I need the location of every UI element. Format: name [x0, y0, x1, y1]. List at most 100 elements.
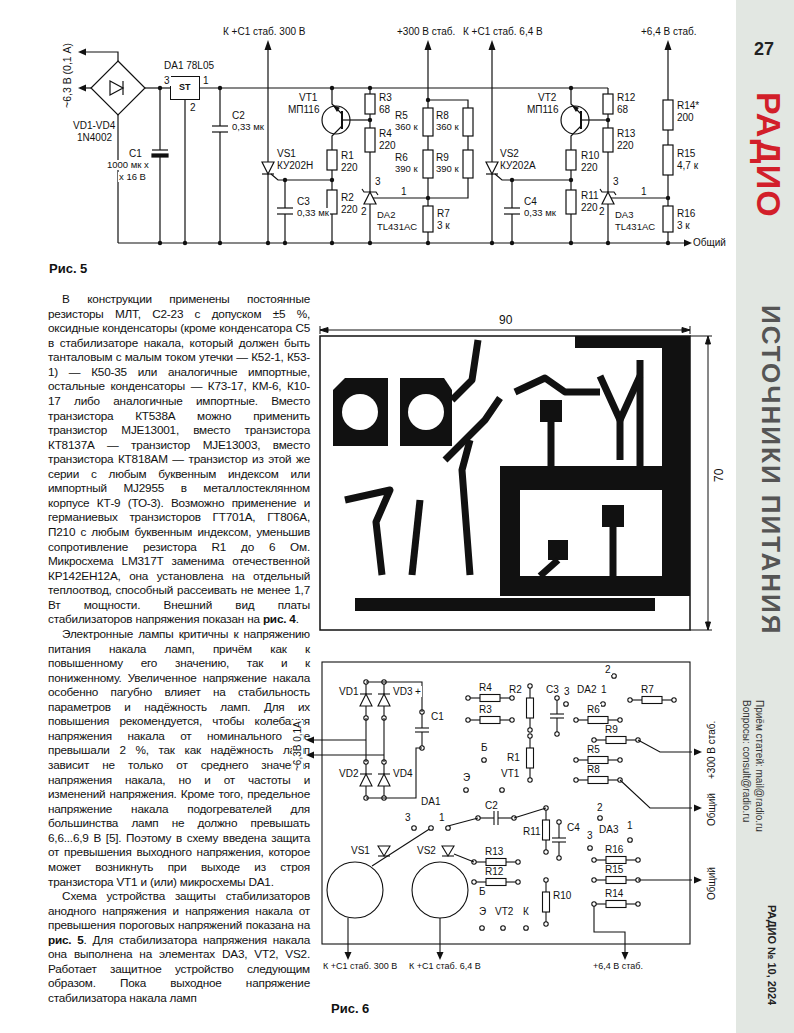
- schematic-label: DA1 78L05: [163, 60, 215, 71]
- layout-label: R12: [484, 866, 504, 877]
- schematic-arrows-dots: [426, 98, 430, 102]
- component-layout: [592, 857, 640, 864]
- layout-pins: [500, 788, 505, 793]
- layout-label: R15: [604, 864, 624, 875]
- layout-label: R7: [640, 684, 655, 695]
- layout-pins: [412, 674, 633, 931]
- schematic-arrows-dots: [425, 40, 432, 50]
- schematic-label: 360 к: [394, 122, 419, 132]
- schematic-wires: [566, 150, 576, 170]
- schematic-arrows-dots: [510, 178, 514, 182]
- schematic-wires: [219, 132, 220, 243]
- schematic-label: R11: [580, 190, 600, 201]
- schematic-arrows-dots: [665, 40, 672, 50]
- schematic-label: 4,7 к: [676, 160, 699, 171]
- layout-label: R10: [552, 890, 572, 901]
- pcb-drawing: [548, 540, 568, 560]
- component-layout: [454, 854, 474, 862]
- pcb-drawing: [355, 598, 655, 611]
- paragraph: В конструкции применены постоянные резис…: [48, 292, 310, 627]
- schematic-label: 1N4002: [76, 132, 113, 143]
- schematic-wires: [332, 126, 342, 150]
- schematic-wires: [122, 81, 123, 95]
- schematic-wires: [486, 162, 498, 174]
- layout-pins: [564, 702, 569, 707]
- layout-label: 3: [404, 812, 412, 823]
- schematic-label: 220: [616, 140, 635, 151]
- component-layout: [322, 662, 690, 944]
- layout-label: C2: [484, 800, 499, 811]
- schematic-label: C1: [128, 148, 143, 159]
- layout-label: VT2: [494, 906, 514, 917]
- pcb-drawing: [548, 422, 555, 466]
- schematic-wires: [467, 136, 468, 150]
- schematic-arrows-dots: [368, 118, 372, 122]
- schematic-arrows-dots: [330, 86, 334, 90]
- component-layout: [466, 717, 514, 724]
- schematic-wires: [495, 174, 571, 180]
- schematic-arrows-dots: [684, 240, 692, 247]
- schematic-wires: [118, 242, 684, 243]
- pcb-drawing: [602, 505, 624, 527]
- layout-label: 1: [438, 812, 446, 823]
- schematic-wires: [504, 207, 520, 208]
- layout-label: +: [414, 686, 422, 697]
- layout-label: DA2: [576, 684, 597, 695]
- schematic-wires: [573, 106, 578, 111]
- layout-pins: [612, 674, 617, 679]
- schematic-wires: [600, 189, 616, 195]
- schematic-wires: [663, 100, 673, 130]
- schematic-label: +300 В стаб.: [396, 26, 456, 37]
- paragraph: Электронные лампы критичны к напряжению …: [48, 627, 310, 889]
- pcb-drawing: [690, 336, 704, 337]
- layout-label: 1: [600, 684, 608, 695]
- schematic-label: VS2: [499, 148, 520, 159]
- layout-pins: [601, 702, 606, 707]
- figure-caption: Рис. 6: [330, 1002, 370, 1016]
- schematic-arrows-dots: [606, 241, 610, 245]
- schematic-label: 220: [340, 162, 359, 173]
- component-layout: [439, 918, 440, 954]
- component-layout: [574, 777, 622, 784]
- schematic-wires: [663, 145, 673, 175]
- layout-label: R11: [522, 826, 542, 837]
- component-layout: [543, 806, 550, 854]
- layout-label: VD1: [338, 686, 359, 697]
- component-layout: [638, 740, 692, 752]
- layout-label: C4: [566, 822, 581, 833]
- body-text: В конструкции применены постоянные резис…: [48, 292, 310, 625]
- schematic-wires: [91, 61, 145, 115]
- schematic-arrows-dots: [78, 40, 692, 247]
- layout-pins: [482, 758, 487, 763]
- layout-label: VD4: [392, 768, 413, 779]
- schematic-wires: [262, 162, 274, 174]
- schematic-label: R5: [394, 110, 409, 121]
- component-layout: [594, 906, 625, 954]
- pcb-drawing: [320, 336, 690, 630]
- pcb-drawing: [617, 420, 624, 460]
- layout-label: К: [522, 906, 530, 917]
- schematic-label: 390 к: [394, 164, 419, 174]
- schematic-label: 68: [616, 104, 629, 115]
- component-layout: [472, 859, 520, 866]
- schematic-wires: [145, 87, 170, 88]
- component-layout: [592, 877, 640, 884]
- layout-arrows: [694, 805, 702, 812]
- layout-label: C3: [545, 684, 560, 695]
- schematic-label: 2: [189, 102, 197, 113]
- schematic-wires: [423, 206, 433, 232]
- paragraph: Схема устройства защиты стабилизаторов а…: [48, 889, 310, 1006]
- schematic-label: 220: [580, 162, 599, 173]
- layout-pins: [480, 926, 485, 931]
- schematic-arrows-dots: [666, 241, 670, 245]
- pcb-drawing: [320, 326, 712, 630]
- schematic-label: C4: [523, 196, 538, 207]
- schematic-label: R13: [616, 128, 636, 139]
- pcb-drawing: [333, 336, 690, 611]
- schematic-wires: [571, 88, 581, 114]
- pcb-drawing: [400, 378, 452, 446]
- pcb-drawing: [706, 622, 711, 630]
- schematic-label: R12: [616, 92, 636, 103]
- pcb-drawing: [320, 328, 328, 333]
